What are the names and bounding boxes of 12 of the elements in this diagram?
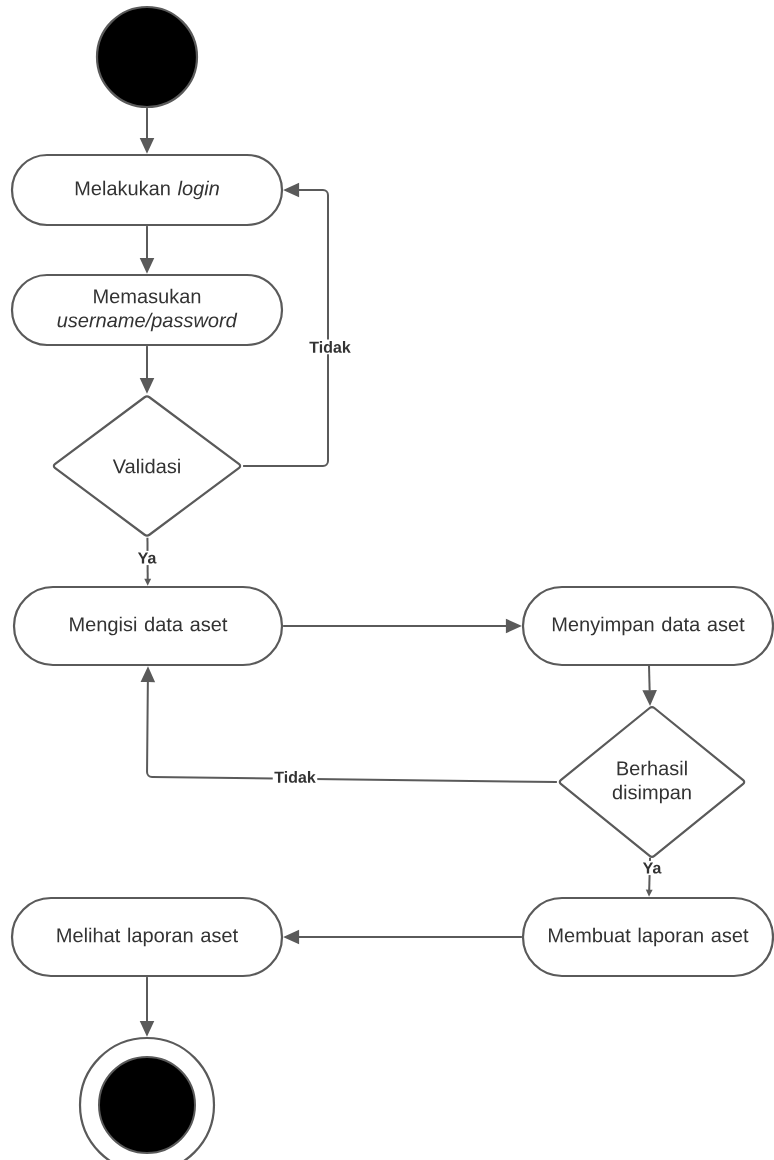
edge-label: Tidak: [307, 339, 353, 355]
activity-box: Membuat laporan aset: [521, 896, 774, 978]
activity-box: Melihat laporan aset: [10, 896, 284, 978]
end-circle: [78, 1036, 216, 1160]
activity-box: Memasukan username/password: [10, 273, 284, 347]
edge-label: Ya: [136, 550, 158, 566]
edge-label: Ya: [641, 860, 663, 876]
activity-box: Menyimpan data aset: [521, 585, 774, 667]
activity-box: Melakukan login: [10, 153, 284, 227]
edge-label: Tidak: [272, 769, 318, 785]
activity-box: Mengisi data aset: [12, 585, 284, 667]
start-circle: [95, 5, 199, 109]
